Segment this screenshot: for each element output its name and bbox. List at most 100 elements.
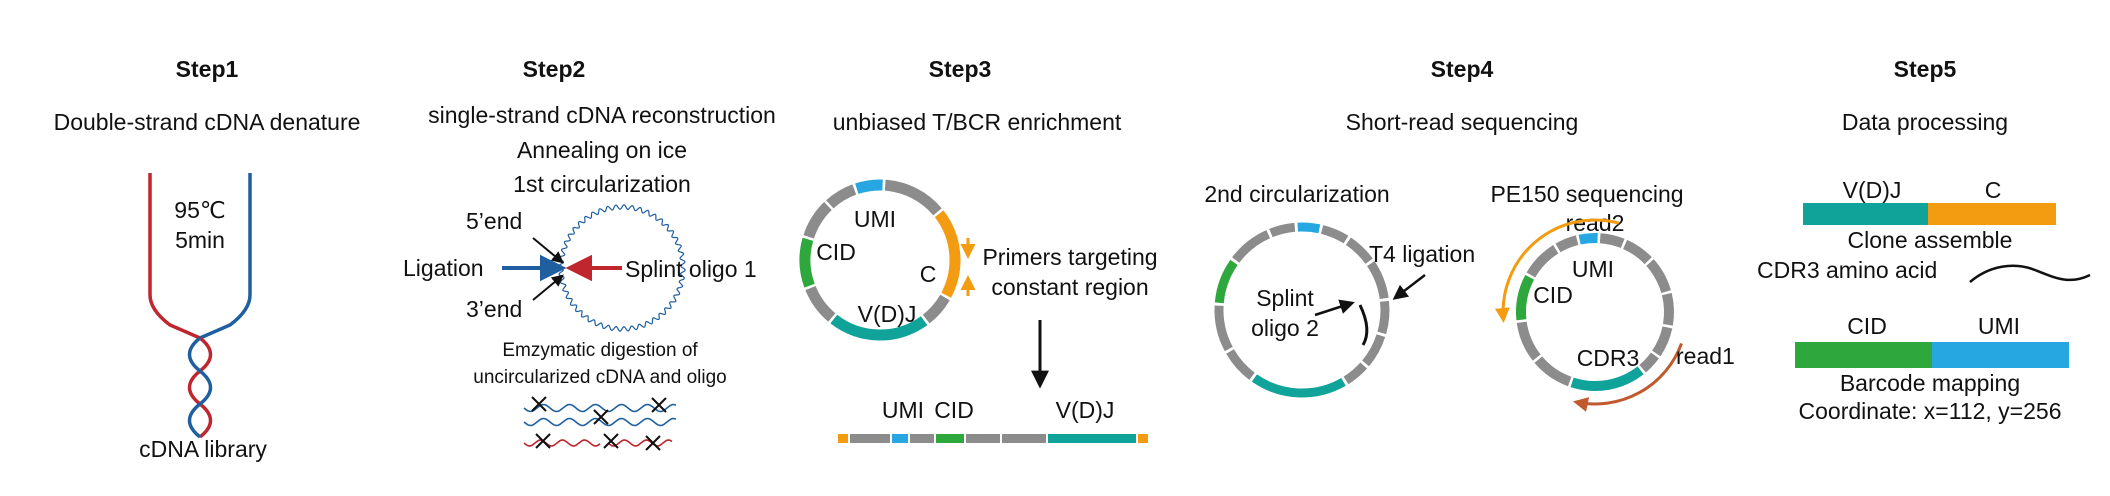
read2-arrow <box>1494 218 1620 323</box>
step4-cid-label: CID <box>1533 282 1573 308</box>
splint2-arrow <box>1314 299 1355 317</box>
ring3-segment-gray <box>826 184 857 209</box>
step4-splint2a: Splint <box>1256 285 1314 311</box>
bar-segment-gray <box>850 434 890 443</box>
step4-circ2: 2nd circularization <box>1204 181 1389 207</box>
ring4a-segment-gray <box>1226 349 1255 380</box>
bar-segment-gray <box>910 434 934 443</box>
step4-t4: T4 ligation <box>1369 241 1475 267</box>
step5-vdj-label: V(D)J <box>1843 177 1902 203</box>
bar-umi-label: UMI <box>882 397 924 423</box>
bar-segment-skyblue <box>892 434 908 443</box>
bar-segment-gray <box>1002 434 1046 443</box>
ring4b-segment-gray <box>1555 235 1579 253</box>
step4-title: Step4 <box>1431 56 1494 82</box>
step2-digest2: uncircularized cDNA and oligo <box>473 367 726 388</box>
bar-vdj-label: V(D)J <box>1056 397 1115 423</box>
step2-title: Step2 <box>523 56 586 82</box>
ring3-segment-skyblue <box>855 179 883 194</box>
ring4a-segment-teal <box>1251 374 1346 398</box>
linear-construct-bar <box>838 434 1148 443</box>
ring4a-segment-gray <box>1320 225 1349 244</box>
step2-line2: Annealing on ice <box>517 137 687 163</box>
ring3-segment-gray <box>884 179 942 216</box>
ring4b-segment-gray <box>1652 326 1673 357</box>
ring4b-segment-gray <box>1599 233 1625 249</box>
ring3-segment-gray <box>803 202 832 239</box>
ring3-segment-orange <box>934 210 961 298</box>
ring4b-segment-green <box>1516 274 1535 321</box>
ring4a-segment-gray <box>1366 261 1389 300</box>
step4-pe150: PE150 sequencing <box>1490 181 1683 207</box>
step3-group: Step3 unbiased T/BCR enrichment UMI CID … <box>799 56 1158 443</box>
ring4b-segment-teal <box>1570 366 1644 391</box>
step4-ring-ligation <box>1214 222 1390 398</box>
step2-5end: 5’end <box>466 208 522 234</box>
ring4a-segment-gray <box>1345 237 1373 264</box>
step2-splint: Splint oligo 1 <box>625 256 757 282</box>
step5-clone: Clone assemble <box>1848 227 2013 253</box>
bar-segment-green <box>936 434 964 443</box>
step5-umi-label: UMI <box>1978 313 2020 339</box>
ring4a-segment-skyblue <box>1297 222 1321 234</box>
ligation-arrow <box>502 254 567 282</box>
cdr3-curve-icon <box>1969 264 2091 283</box>
step2-ligation: Ligation <box>403 255 484 281</box>
ring4b-segment-gray <box>1646 259 1671 294</box>
step1-title: Step1 <box>176 56 239 82</box>
ring4a-segment-gray <box>1343 362 1368 385</box>
step3-primers2: constant region <box>991 274 1148 300</box>
bar-segment-teal <box>1048 434 1136 443</box>
ring4a-segment-gray <box>1269 222 1296 238</box>
step4-group: Step4 Short-read sequencing 2nd circular… <box>1204 56 1735 412</box>
ring3-segment-gray <box>922 294 950 324</box>
bar-segment-gray <box>966 434 1000 443</box>
step3-umi-label: UMI <box>854 206 896 232</box>
step5-c-label: C <box>1985 177 2002 203</box>
step3-vdj-label: V(D)J <box>858 301 917 327</box>
ring3-segment-green <box>799 237 815 288</box>
ring4b-segment-skyblue <box>1578 232 1598 245</box>
arrow-5end <box>532 237 564 264</box>
cid-bar <box>1795 342 1932 368</box>
bar-cid-label: CID <box>934 397 974 423</box>
step1-group: Step1 Double-strand cDNA denature 95℃ 5m… <box>54 56 361 462</box>
blue-helix <box>187 336 213 439</box>
ring4b-segment-gray <box>1526 244 1559 278</box>
digestion-icon <box>523 396 677 451</box>
step4-read1: read1 <box>1676 343 1735 369</box>
step2-digest1: Emzymatic digestion of <box>502 340 698 361</box>
step5-cdr3aa: CDR3 amino acid <box>1757 257 1937 283</box>
ring4b-segment-gray <box>1516 321 1541 361</box>
step1-temperature: 95℃ <box>174 197 225 223</box>
umi-bar <box>1932 342 2069 368</box>
step5-title: Step5 <box>1894 56 1957 82</box>
ring4b-segment-gray <box>1639 352 1659 373</box>
splint-oligo2-mark <box>1358 304 1369 346</box>
step5-cid-label: CID <box>1847 313 1887 339</box>
step2-group: Step2 single-strand cDNA reconstruction … <box>403 56 776 451</box>
red-strand-top <box>148 173 201 340</box>
step4-cdr3-label: CDR3 <box>1577 345 1640 371</box>
step3-c-label: C <box>920 261 937 287</box>
blue-strand-top <box>199 173 252 340</box>
bar-segment-orange <box>838 434 848 443</box>
step2-3end: 3’end <box>466 296 522 322</box>
ring4a-segment-gray <box>1214 305 1233 352</box>
step1-subtitle: Double-strand cDNA denature <box>54 109 361 135</box>
step5-group: Step5 Data processing V(D)J C Clone asse… <box>1757 56 2091 424</box>
dna-denature-icon <box>148 173 252 439</box>
step3-subtitle: unbiased T/BCR enrichment <box>833 109 1122 135</box>
step5-coord: Coordinate: x=112, y=256 <box>1799 398 2062 424</box>
step5-subtitle: Data processing <box>1842 109 2008 135</box>
step2-line1: single-strand cDNA reconstruction <box>428 102 776 128</box>
red-helix <box>187 336 213 439</box>
step5-barcode: Barcode mapping <box>1840 370 2020 396</box>
ring3-segment-gray <box>805 285 836 322</box>
step4-ring-sequencing <box>1516 232 1675 391</box>
step3-cid-label: CID <box>816 239 856 265</box>
step3-title: Step3 <box>929 56 992 82</box>
step2-line3: 1st circularization <box>513 171 691 197</box>
